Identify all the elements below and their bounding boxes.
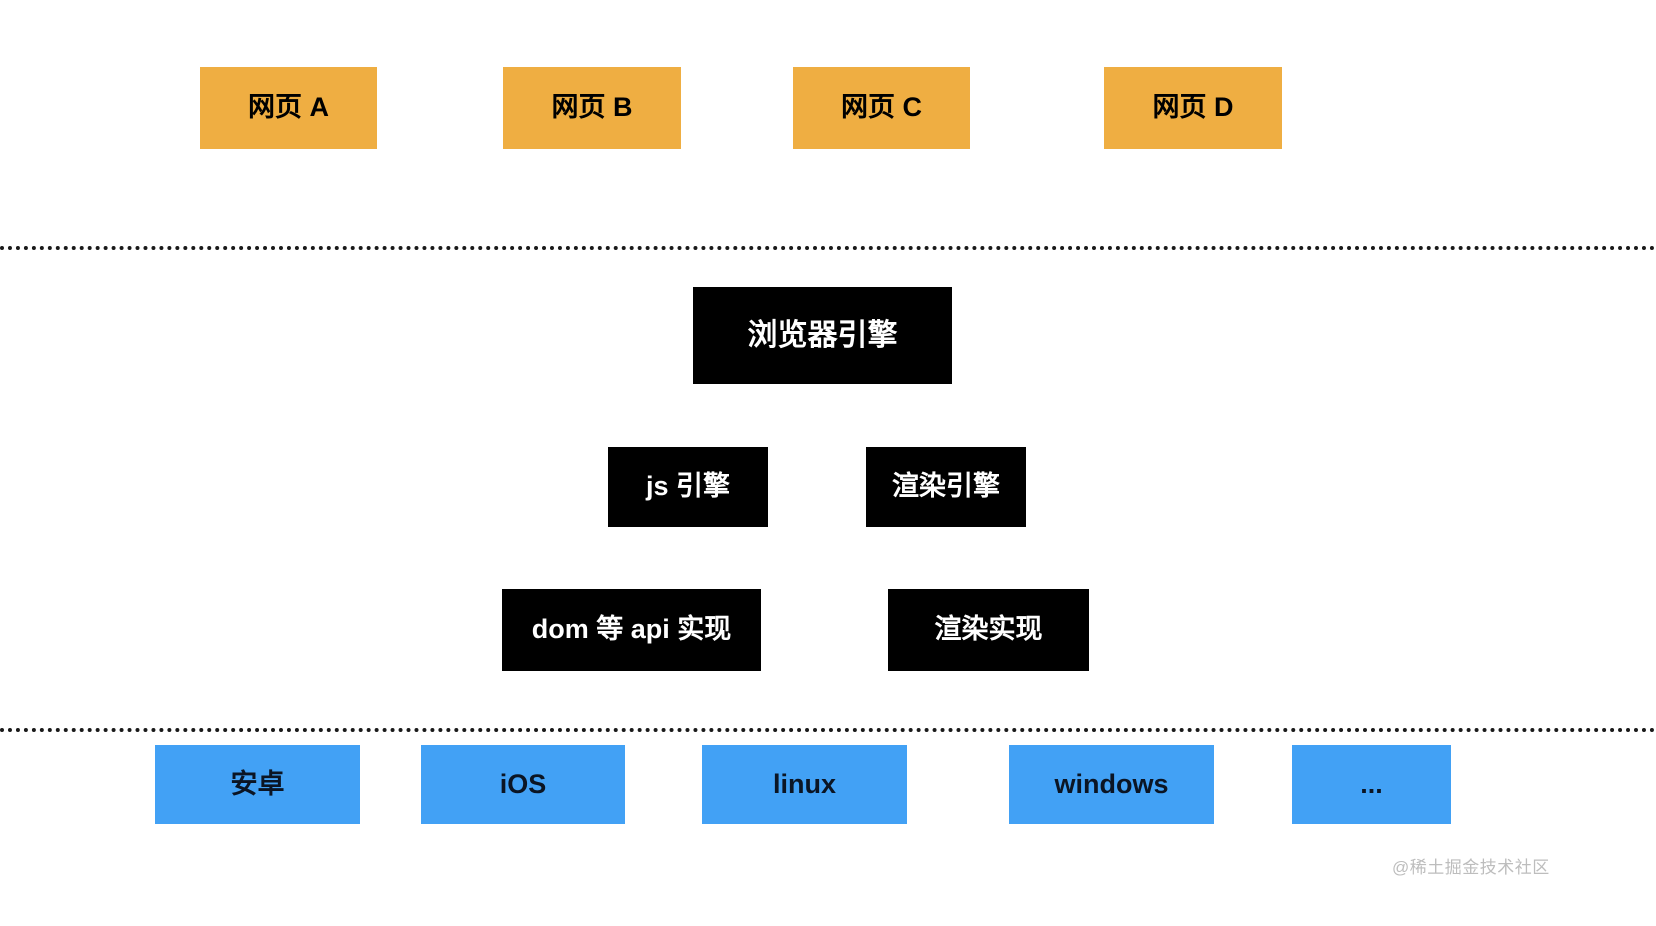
browser-engine-label: 浏览器引擎 [747, 319, 898, 352]
web-page-box-d-label: 网页 D [1152, 92, 1234, 123]
os-box-linux: linux [702, 745, 907, 824]
os-box-more-label: ... [1360, 768, 1383, 799]
os-box-android-label: 安卓 [230, 768, 285, 799]
os-box-android: 安卓 [155, 745, 360, 824]
web-page-box-d: 网页 D [1104, 67, 1282, 149]
render-impl-label: 渲染实现 [934, 614, 1043, 645]
render-engine-label: 渲染引擎 [892, 471, 1000, 502]
os-box-more: ... [1292, 745, 1451, 824]
web-page-box-b-label: 网页 B [551, 92, 633, 123]
os-box-ios-label: iOS [499, 768, 547, 799]
divider-above-browser-engine [0, 246, 1656, 250]
web-page-box-b: 网页 B [503, 67, 681, 149]
os-box-linux-label: linux [772, 768, 836, 799]
web-page-box-a: 网页 A [200, 67, 377, 149]
os-box-windows: windows [1009, 745, 1214, 824]
dom-api-impl-box: dom 等 api 实现 [502, 589, 761, 671]
os-box-ios: iOS [421, 745, 625, 824]
dom-api-impl-label: dom 等 api 实现 [531, 614, 732, 645]
divider-above-operating-systems [0, 728, 1656, 732]
web-page-box-c: 网页 C [793, 67, 970, 149]
render-engine-box: 渲染引擎 [866, 447, 1026, 527]
js-engine-label: js 引擎 [645, 471, 731, 502]
web-page-box-c-label: 网页 C [841, 92, 922, 123]
watermark: @稀土掘金技术社区 [1392, 858, 1550, 877]
os-box-windows-label: windows [1054, 768, 1169, 799]
web-page-box-a-label: 网页 A [248, 92, 329, 123]
js-engine-box: js 引擎 [608, 447, 768, 527]
render-impl-box: 渲染实现 [888, 589, 1089, 671]
browser-engine-box: 浏览器引擎 [693, 287, 952, 384]
